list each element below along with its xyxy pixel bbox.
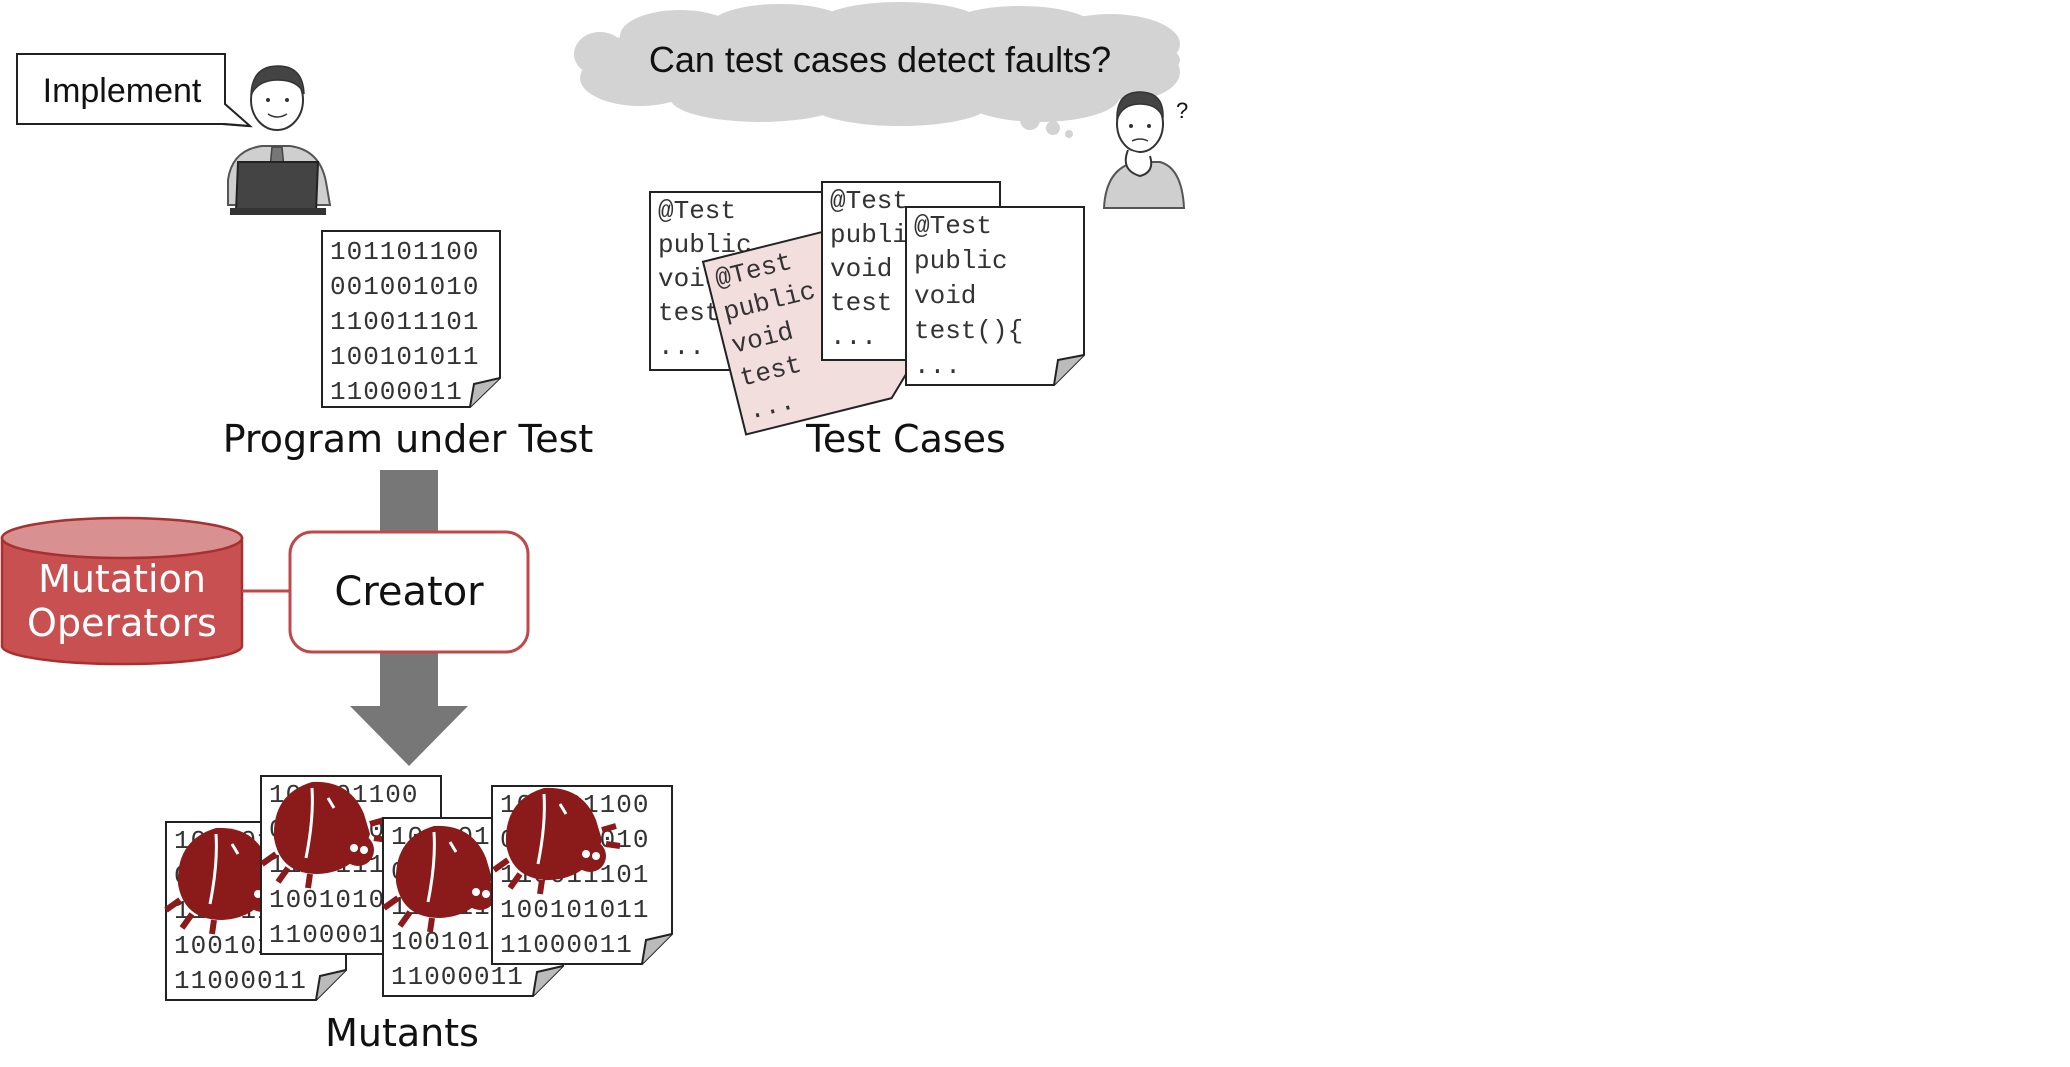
program-line: 110011101	[330, 307, 479, 337]
operators-label-line1: Mutation	[38, 557, 206, 601]
thought-cloud-text: Can test cases detect faults?	[649, 39, 1111, 80]
program-document: 101101100 001001010 110011101 100101011 …	[321, 230, 501, 408]
test-code-line: ...	[914, 351, 961, 381]
program-line: 001001010	[330, 272, 479, 302]
program-line: 11000011	[330, 377, 463, 407]
test-code-line: test	[658, 298, 720, 328]
program-line: 101101100	[330, 237, 479, 267]
test-code-line: public	[914, 246, 1008, 276]
creator-box: Creator	[288, 530, 530, 654]
program-line: 100101011	[330, 342, 479, 372]
mutation-operators-database: Mutation Operators	[0, 516, 244, 666]
test-code-line: @Test	[914, 211, 992, 241]
test-code-line: test(){	[914, 316, 1023, 346]
test-cases-caption: Test Cases	[805, 417, 1006, 461]
mutants-caption: Mutants	[325, 1011, 479, 1055]
test-case-doc: @Test public void test(){ ...	[905, 206, 1085, 386]
mutant-line: 11000011	[391, 962, 524, 992]
mutant-line: 11000011	[500, 930, 633, 960]
mutant-doc: 101101100 001001010 110011101 100101011 …	[491, 786, 673, 965]
test-code-line: @Test	[658, 196, 736, 226]
test-code-line: ...	[830, 322, 877, 352]
test-code-line: void	[830, 254, 892, 284]
mutant-line: 11000011	[174, 966, 307, 996]
test-code-line: test	[830, 288, 892, 318]
mutant-line: 11000011	[269, 920, 402, 950]
test-code-line: ...	[658, 332, 705, 362]
operators-label-line2: Operators	[27, 601, 217, 645]
thinker-figure: ?	[1102, 91, 1188, 209]
test-code-line: @Test	[830, 186, 908, 216]
speech-bubble: Implement	[16, 53, 253, 128]
implementer-figure	[227, 65, 332, 215]
mutant-line: 100101011	[500, 895, 649, 925]
program-caption: Program under Test	[223, 417, 594, 461]
test-code-line: void	[914, 281, 976, 311]
thinker-question-mark: ?	[1176, 98, 1188, 123]
thought-cloud: Can test cases detect faults?	[574, 2, 1180, 138]
creator-label: Creator	[334, 569, 484, 615]
speech-bubble-text: Implement	[43, 72, 202, 110]
